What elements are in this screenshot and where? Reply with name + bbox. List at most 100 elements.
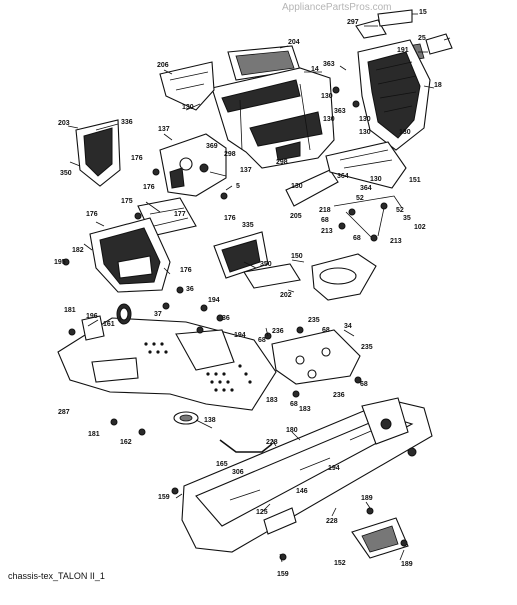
- callout-102: 102: [414, 224, 426, 231]
- callout-68b: 68: [353, 235, 361, 242]
- callout-363b: 363: [334, 108, 346, 115]
- callout-235a: 235: [308, 317, 320, 324]
- callout-159a: 159: [158, 494, 170, 501]
- callout-364a: 364: [337, 173, 349, 180]
- callout-298a: 298: [224, 151, 236, 158]
- callout-130h: 130: [291, 183, 303, 190]
- part-bushing-138[interactable]: [173, 411, 199, 425]
- callout-194b: 194: [234, 332, 246, 339]
- callout-68a: 68: [321, 217, 329, 224]
- callout-189b: 189: [401, 561, 413, 568]
- callout-36a: 36: [186, 286, 194, 293]
- callout-218: 218: [319, 207, 331, 214]
- callout-181b: 181: [88, 431, 100, 438]
- callout-165: 165: [216, 461, 228, 468]
- callout-14: 14: [311, 66, 319, 73]
- callout-336: 336: [121, 119, 133, 126]
- diagram-caption: chassis-tex_TALON II_1: [8, 571, 105, 581]
- callout-196: 196: [86, 313, 98, 320]
- callout-287: 287: [58, 409, 70, 416]
- callout-138: 138: [204, 417, 216, 424]
- callout-130d: 130: [359, 116, 371, 123]
- callout-180: 180: [286, 427, 298, 434]
- part-grille-front[interactable]: [89, 217, 171, 293]
- part-dash-panel[interactable]: [159, 133, 227, 197]
- callout-228a: 228: [266, 439, 278, 446]
- callout-204: 204: [288, 39, 300, 46]
- watermark: AppliancePartsPros.com: [282, 2, 392, 13]
- callout-130a: 130: [182, 104, 194, 111]
- callout-130c: 130: [323, 116, 335, 123]
- callout-130f: 130: [399, 129, 411, 136]
- callout-176b: 176: [143, 184, 155, 191]
- callout-363a: 363: [323, 61, 335, 68]
- callout-150: 150: [291, 253, 303, 260]
- callout-194a: 194: [208, 297, 220, 304]
- callout-161: 161: [103, 321, 115, 328]
- callout-183a: 183: [266, 397, 278, 404]
- leader-lines: [67, 13, 451, 563]
- callout-191: 191: [397, 47, 409, 54]
- part-mower-deck-205[interactable]: [285, 169, 339, 207]
- callout-137b: 137: [240, 167, 252, 174]
- callout-306: 306: [232, 469, 244, 476]
- callout-68d: 68: [258, 337, 266, 344]
- callout-34: 34: [344, 323, 352, 330]
- callout-25: 25: [418, 35, 426, 42]
- part-frame-180[interactable]: [181, 397, 433, 553]
- callout-189a: 189: [361, 495, 373, 502]
- callout-350b: 350: [260, 261, 272, 268]
- part-brackets-218[interactable]: [333, 195, 403, 242]
- callout-159b: 159: [277, 571, 289, 578]
- callout-146: 146: [296, 488, 308, 495]
- part-hood[interactable]: [211, 67, 335, 169]
- part-side-grille-336[interactable]: [75, 119, 121, 187]
- callout-162: 162: [120, 439, 132, 446]
- part-bracket-152[interactable]: [351, 517, 409, 559]
- callout-52b: 52: [396, 207, 404, 214]
- callout-297: 297: [347, 19, 359, 26]
- callout-37: 37: [154, 311, 162, 318]
- callout-130e: 130: [359, 129, 371, 136]
- part-steering-bracket-151[interactable]: [325, 141, 407, 189]
- callout-205: 205: [290, 213, 302, 220]
- part-fender[interactable]: [57, 317, 277, 411]
- callout-228b: 228: [326, 518, 338, 525]
- callout-130g: 130: [370, 176, 382, 183]
- part-fuel-cap-161[interactable]: [116, 303, 132, 325]
- callout-151: 151: [409, 177, 421, 184]
- callout-298b: 298: [276, 159, 288, 166]
- callout-213a: 213: [321, 228, 333, 235]
- callout-213b: 213: [390, 238, 402, 245]
- callout-18: 18: [434, 82, 442, 89]
- callout-130b: 130: [321, 93, 333, 100]
- callout-183b: 183: [299, 406, 311, 413]
- part-rod-165[interactable]: [219, 439, 273, 453]
- callout-235b: 235: [361, 344, 373, 351]
- callout-236a: 236: [272, 328, 284, 335]
- callout-176e: 176: [180, 267, 192, 274]
- callout-125: 125: [256, 509, 268, 516]
- part-plate-34[interactable]: [271, 329, 361, 385]
- callout-175: 175: [121, 198, 133, 205]
- callout-68e: 68: [360, 381, 368, 388]
- callout-335: 335: [242, 222, 254, 229]
- callout-52a: 52: [356, 195, 364, 202]
- callout-labels: 15 297 25 191 18 204 14 206 363 130 130 …: [54, 9, 442, 578]
- callout-15: 15: [419, 9, 427, 16]
- callout-176a: 176: [131, 155, 143, 162]
- part-side-shield-335[interactable]: [213, 231, 269, 279]
- callout-5: 5: [236, 183, 240, 190]
- callout-177: 177: [174, 211, 186, 218]
- part-cup-196[interactable]: [81, 315, 105, 341]
- part-bracket-350[interactable]: [243, 263, 301, 289]
- part-fuel-tank-150[interactable]: [311, 253, 377, 301]
- callout-202: 202: [280, 292, 292, 299]
- part-hood-top[interactable]: [227, 45, 301, 81]
- part-side-panel-left[interactable]: [159, 61, 215, 111]
- part-grille[interactable]: [357, 39, 431, 151]
- callout-35: 35: [403, 215, 411, 222]
- callout-194c: 194: [328, 465, 340, 472]
